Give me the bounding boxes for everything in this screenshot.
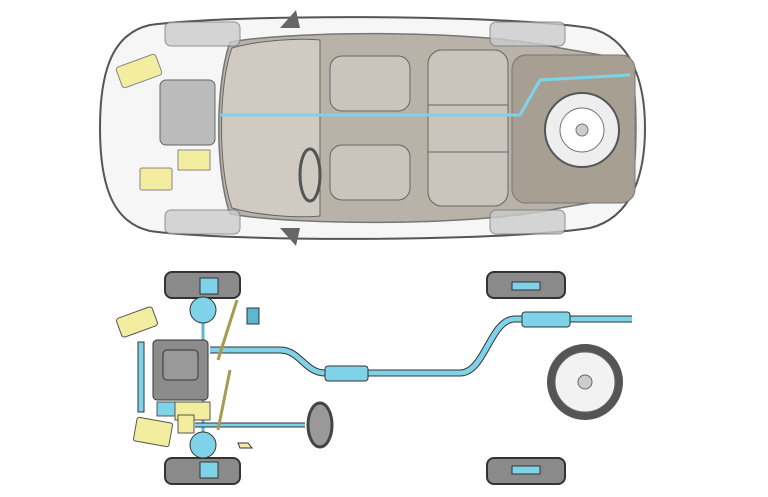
radiator-grille [246,307,260,325]
mirrors [280,10,300,246]
hubs [199,277,541,479]
front-seats [329,55,411,201]
rear-muffler [521,311,571,328]
center-muffler [324,365,369,382]
oil-can [237,442,254,449]
spare-tire-top [544,92,620,168]
engine-block [137,339,209,413]
wheels-top [164,21,566,235]
rear-seat [427,49,509,207]
exhaust-top [220,73,631,117]
car-top-view [98,10,647,246]
engine-components-top [115,53,211,191]
chassis-layout [116,271,632,485]
engine-components [116,306,211,448]
exhaust-system [210,311,632,382]
spare-tire [547,344,623,420]
steering-wheel [306,401,334,449]
steering-wheel-top [298,147,322,203]
wipers [216,299,239,431]
steering-column [195,401,334,449]
windshield [221,38,321,218]
engine-top [159,79,216,146]
